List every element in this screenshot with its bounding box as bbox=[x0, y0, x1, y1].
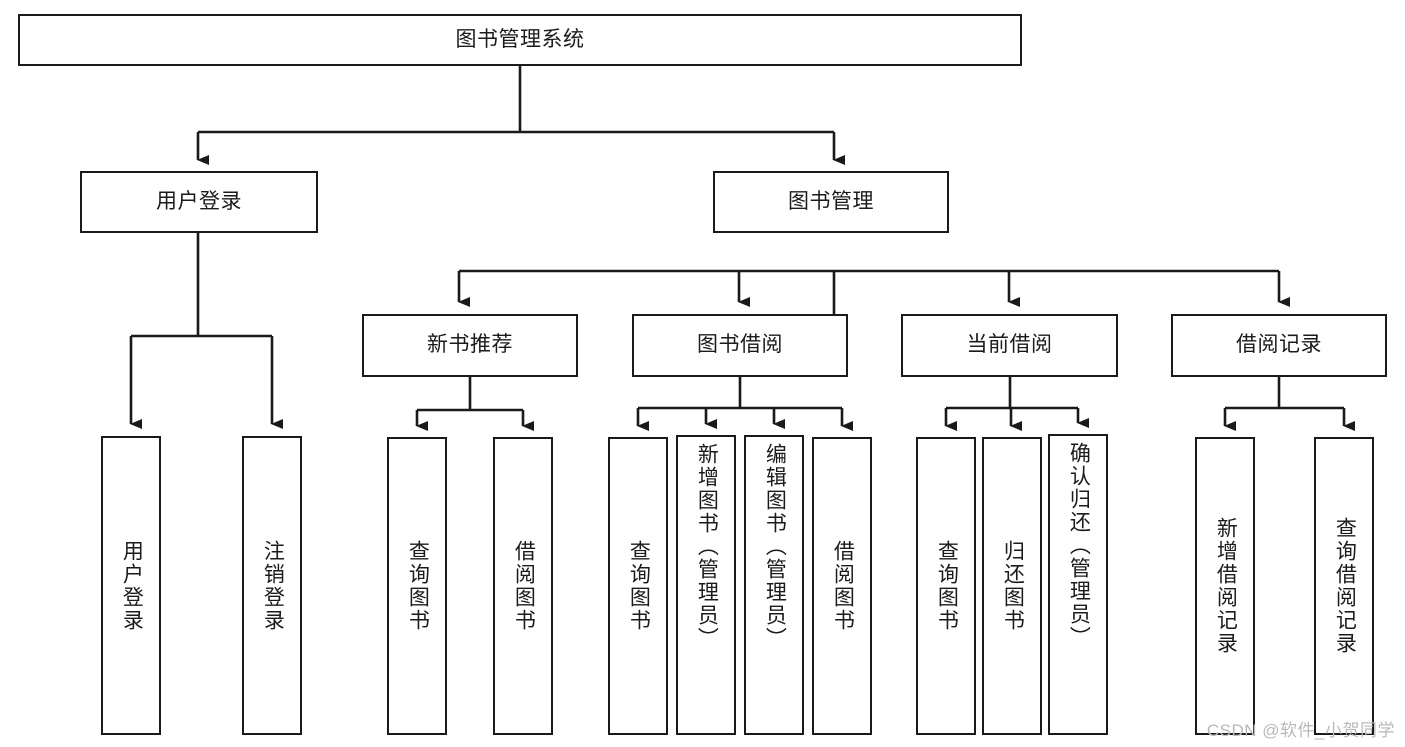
leaf-edit-book-admin-label: 编辑图书（管理员） bbox=[763, 443, 787, 650]
node-book-management[interactable]: 图书管理 bbox=[713, 171, 949, 233]
leaf-query-book-recommend[interactable]: 查询图书 bbox=[387, 437, 447, 735]
node-new-book-recommend-label: 新书推荐 bbox=[427, 333, 513, 357]
node-current-borrow[interactable]: 当前借阅 bbox=[901, 314, 1118, 377]
leaf-query-book-borrow-label: 查询图书 bbox=[627, 540, 651, 632]
leaf-user-login-label: 用户登录 bbox=[120, 539, 144, 632]
leaf-return-book-label: 归还图书 bbox=[1001, 540, 1025, 632]
node-root[interactable]: 图书管理系统 bbox=[18, 14, 1022, 66]
node-user-login[interactable]: 用户登录 bbox=[80, 171, 318, 233]
leaf-logout-login-label: 注销登录 bbox=[261, 539, 285, 632]
leaf-logout-login[interactable]: 注销登录 bbox=[242, 436, 302, 735]
leaf-query-book-recommend-label: 查询图书 bbox=[406, 540, 430, 632]
leaf-borrow-book-borrow-label: 借阅图书 bbox=[831, 540, 855, 632]
leaf-borrow-book-recommend[interactable]: 借阅图书 bbox=[493, 437, 553, 735]
node-borrow-record[interactable]: 借阅记录 bbox=[1171, 314, 1387, 377]
node-book-borrow[interactable]: 图书借阅 bbox=[632, 314, 848, 377]
leaf-query-borrow-record[interactable]: 查询借阅记录 bbox=[1314, 437, 1374, 735]
leaf-confirm-return-admin-label: 确认归还（管理员） bbox=[1067, 442, 1091, 649]
csdn-watermark: CSDN @软件_小贺同学 bbox=[1206, 721, 1395, 740]
node-book-management-label: 图书管理 bbox=[788, 189, 874, 213]
leaf-confirm-return-admin[interactable]: 确认归还（管理员） bbox=[1048, 434, 1108, 735]
leaf-query-book-current-label: 查询图书 bbox=[935, 540, 959, 632]
leaf-query-book-borrow[interactable]: 查询图书 bbox=[608, 437, 668, 735]
leaf-add-borrow-record[interactable]: 新增借阅记录 bbox=[1195, 437, 1255, 735]
node-book-borrow-label: 图书借阅 bbox=[697, 333, 783, 357]
node-new-book-recommend[interactable]: 新书推荐 bbox=[362, 314, 578, 377]
node-user-login-label: 用户登录 bbox=[156, 189, 242, 213]
leaf-user-login[interactable]: 用户登录 bbox=[101, 436, 161, 735]
node-root-label: 图书管理系统 bbox=[455, 27, 585, 51]
node-current-borrow-label: 当前借阅 bbox=[966, 333, 1053, 357]
leaf-add-borrow-record-label: 新增借阅记录 bbox=[1214, 517, 1238, 655]
node-borrow-record-label: 借阅记录 bbox=[1236, 333, 1322, 357]
leaf-add-book-admin-label: 新增图书（管理员） bbox=[695, 443, 719, 650]
leaf-add-book-admin[interactable]: 新增图书（管理员） bbox=[676, 435, 736, 735]
leaf-borrow-book-recommend-label: 借阅图书 bbox=[512, 540, 536, 632]
leaf-query-borrow-record-label: 查询借阅记录 bbox=[1333, 517, 1357, 655]
leaf-borrow-book-borrow[interactable]: 借阅图书 bbox=[812, 437, 872, 735]
leaf-return-book[interactable]: 归还图书 bbox=[982, 437, 1042, 735]
leaf-edit-book-admin[interactable]: 编辑图书（管理员） bbox=[744, 435, 804, 735]
leaf-query-book-current[interactable]: 查询图书 bbox=[916, 437, 976, 735]
